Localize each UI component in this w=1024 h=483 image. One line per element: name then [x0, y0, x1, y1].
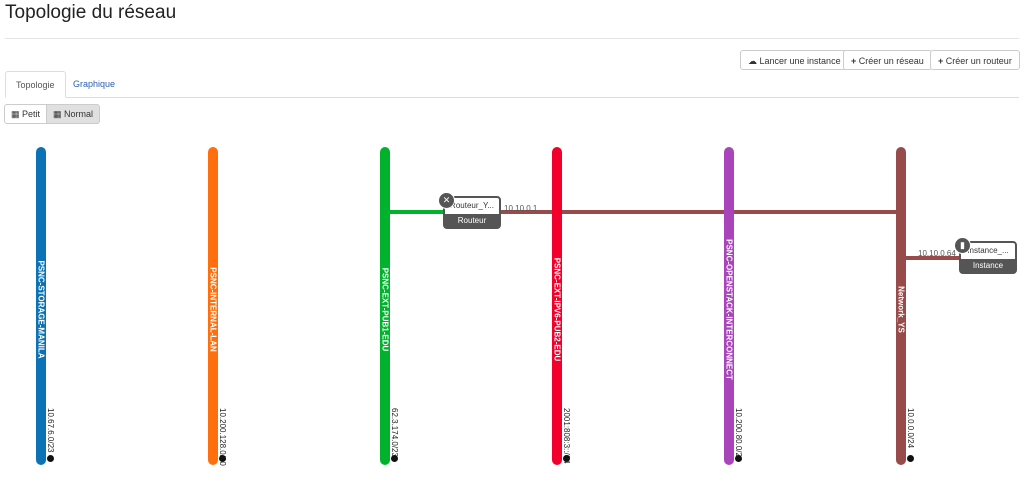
tab-topologie[interactable]: Topologie	[5, 71, 66, 98]
network-name: Network_YS	[896, 286, 906, 333]
network-cidr: 10.67.6.0/23	[46, 408, 55, 453]
globe-icon	[907, 455, 914, 462]
grid-large-icon: ▦	[53, 109, 62, 119]
network-name: PSNC-EXT-PUB1-EDU	[380, 267, 390, 352]
size-normal-button[interactable]: ▦ Normal	[47, 104, 101, 124]
globe-icon	[47, 455, 54, 462]
router-icon: ✕	[438, 192, 455, 209]
network-bar[interactable]	[552, 147, 562, 465]
network-cidr: 62.3.174.0/23	[390, 408, 399, 457]
network-name: PSNC-OPENSTACK-INTERCONNECT	[724, 239, 734, 380]
network-name: PSNC-EXT-IPV6-PUB2-EDU	[552, 257, 562, 362]
network-bar[interactable]	[36, 147, 46, 465]
globe-icon	[735, 455, 742, 462]
page-title: Topologie du réseau	[5, 2, 177, 23]
globe-icon	[563, 455, 570, 462]
network-cidr: 10.200.80.0/21	[734, 408, 743, 462]
launch-instance-button[interactable]: ☁ Lancer une instance	[740, 50, 849, 70]
cloud-upload-icon: ☁	[748, 56, 757, 66]
network-name: PSNC-STORAGE-MANILA	[36, 260, 46, 359]
plus-icon: +	[938, 56, 944, 66]
tab-bar: Topologie Graphique	[5, 71, 1019, 98]
server-icon: ▮	[954, 237, 971, 254]
network-bar[interactable]	[724, 147, 734, 465]
network-bar[interactable]	[208, 147, 218, 465]
create-router-button[interactable]: + Créer un routeur	[930, 50, 1020, 70]
instance-name: Instance_...	[967, 246, 1009, 255]
grid-small-icon: ▦	[11, 109, 20, 119]
network-cidr: 10.0.0.0/24	[906, 408, 915, 449]
plus-icon: +	[851, 56, 857, 66]
network-bar[interactable]	[380, 147, 390, 465]
tab-graphique[interactable]: Graphique	[73, 79, 116, 89]
network-name: PSNC-INTERNAL-LAN	[208, 267, 218, 352]
router-type: Routeur	[445, 214, 499, 227]
instance-type: Instance	[961, 259, 1015, 272]
router-ip: 10.10.0.1	[504, 204, 538, 213]
network-bar[interactable]	[896, 147, 906, 465]
size-petit-button[interactable]: ▦ Petit	[4, 104, 48, 124]
divider	[5, 38, 1019, 39]
globe-icon	[391, 455, 398, 462]
router-name: Routeur_Y...	[450, 201, 494, 210]
instance-ip: 10.10.0.64	[918, 249, 956, 258]
globe-icon	[219, 455, 226, 462]
create-network-button[interactable]: + Créer un réseau	[843, 50, 932, 70]
